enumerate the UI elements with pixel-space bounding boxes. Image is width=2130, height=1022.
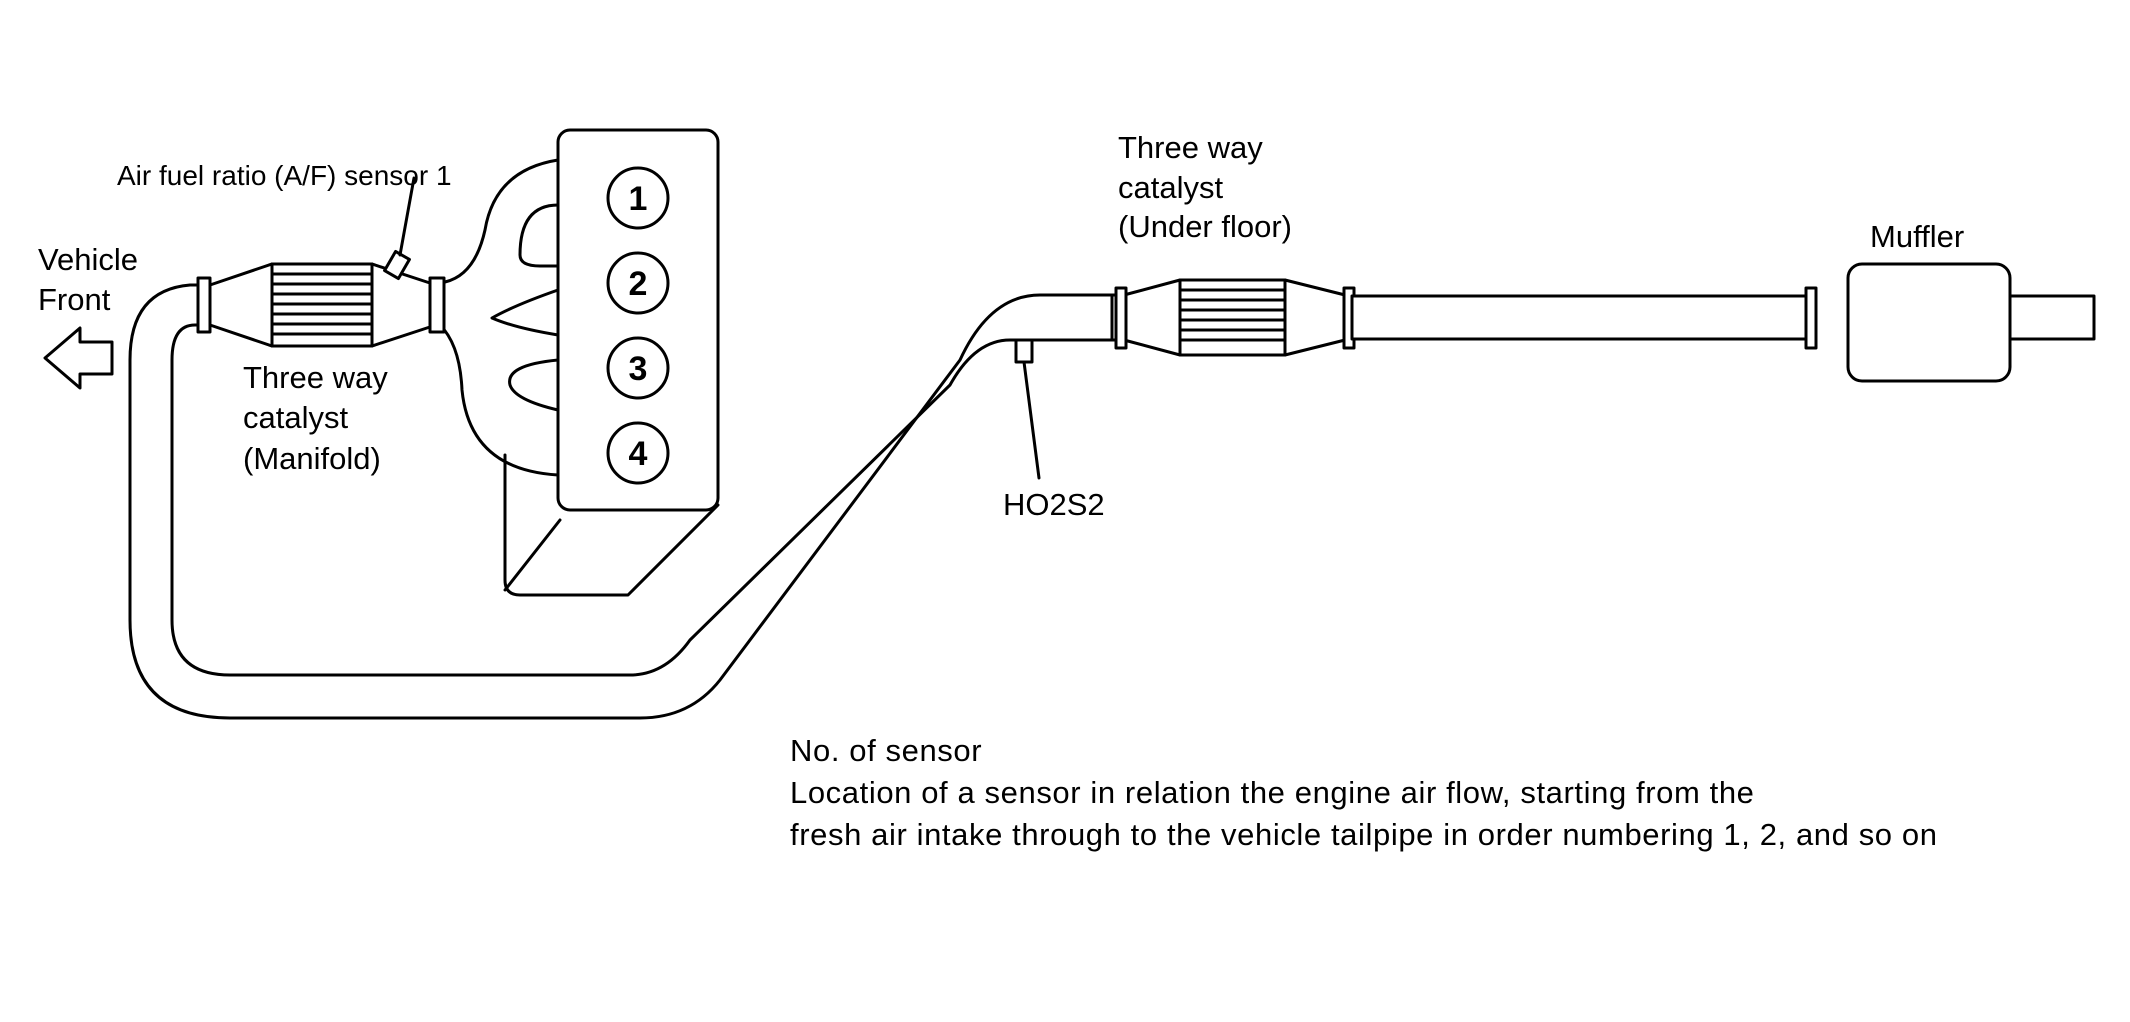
manifold-catalyst-label-line-2: catalyst [243,400,348,435]
note-line-1: Location of a sensor in relation the eng… [790,775,1755,810]
vehicle-front-label-line-1: Vehicle [38,242,138,277]
cylinder-4-label: 4 [629,435,648,473]
muffler-label: Muffler [1870,219,1964,254]
cylinder-1: 1 [606,166,670,230]
engine-block [503,128,720,597]
cylinder-3: 3 [606,336,670,400]
af-sensor-1 [383,249,411,281]
underfloor-catalyst-label-line-1: Three way [1118,130,1263,165]
ho2s2-leader [1022,360,1041,480]
vehicle-front-label-line-2: Front [38,282,111,317]
manifold-catalyst-label-line-3: (Manifold) [243,441,381,476]
cylinder-3-label: 3 [629,350,648,388]
ho2s2-label: HO2S2 [1003,487,1105,522]
underfloor-catalyst-label-line-3: (Under floor) [1118,209,1292,244]
note-title: No. of sensor [790,733,982,768]
ho2s2-sensor [1014,338,1034,364]
muffler-assembly [1350,262,2096,383]
underfloor-catalyst-assembly [1110,278,1356,357]
af-sensor-leader [398,176,416,257]
cylinder-1-label: 1 [629,180,648,218]
exhaust-pipe-outer-wall [128,283,1122,720]
note-line-2: fresh air intake through to the vehicle … [790,817,1938,852]
manifold-catalyst-assembly [196,262,446,348]
cylinder-4: 4 [606,421,670,485]
exhaust-manifold [438,158,560,477]
vehicle-front-arrow [43,326,114,390]
cylinder-2: 2 [606,251,670,315]
manifold-catalyst-label-line-1: Three way [243,360,388,395]
underfloor-catalyst-label-line-2: catalyst [1118,170,1223,205]
exhaust-pipe-inner-wall [170,323,1122,677]
cylinder-2-label: 2 [629,265,648,303]
af-sensor-label: Air fuel ratio (A/F) sensor 1 [117,160,452,191]
